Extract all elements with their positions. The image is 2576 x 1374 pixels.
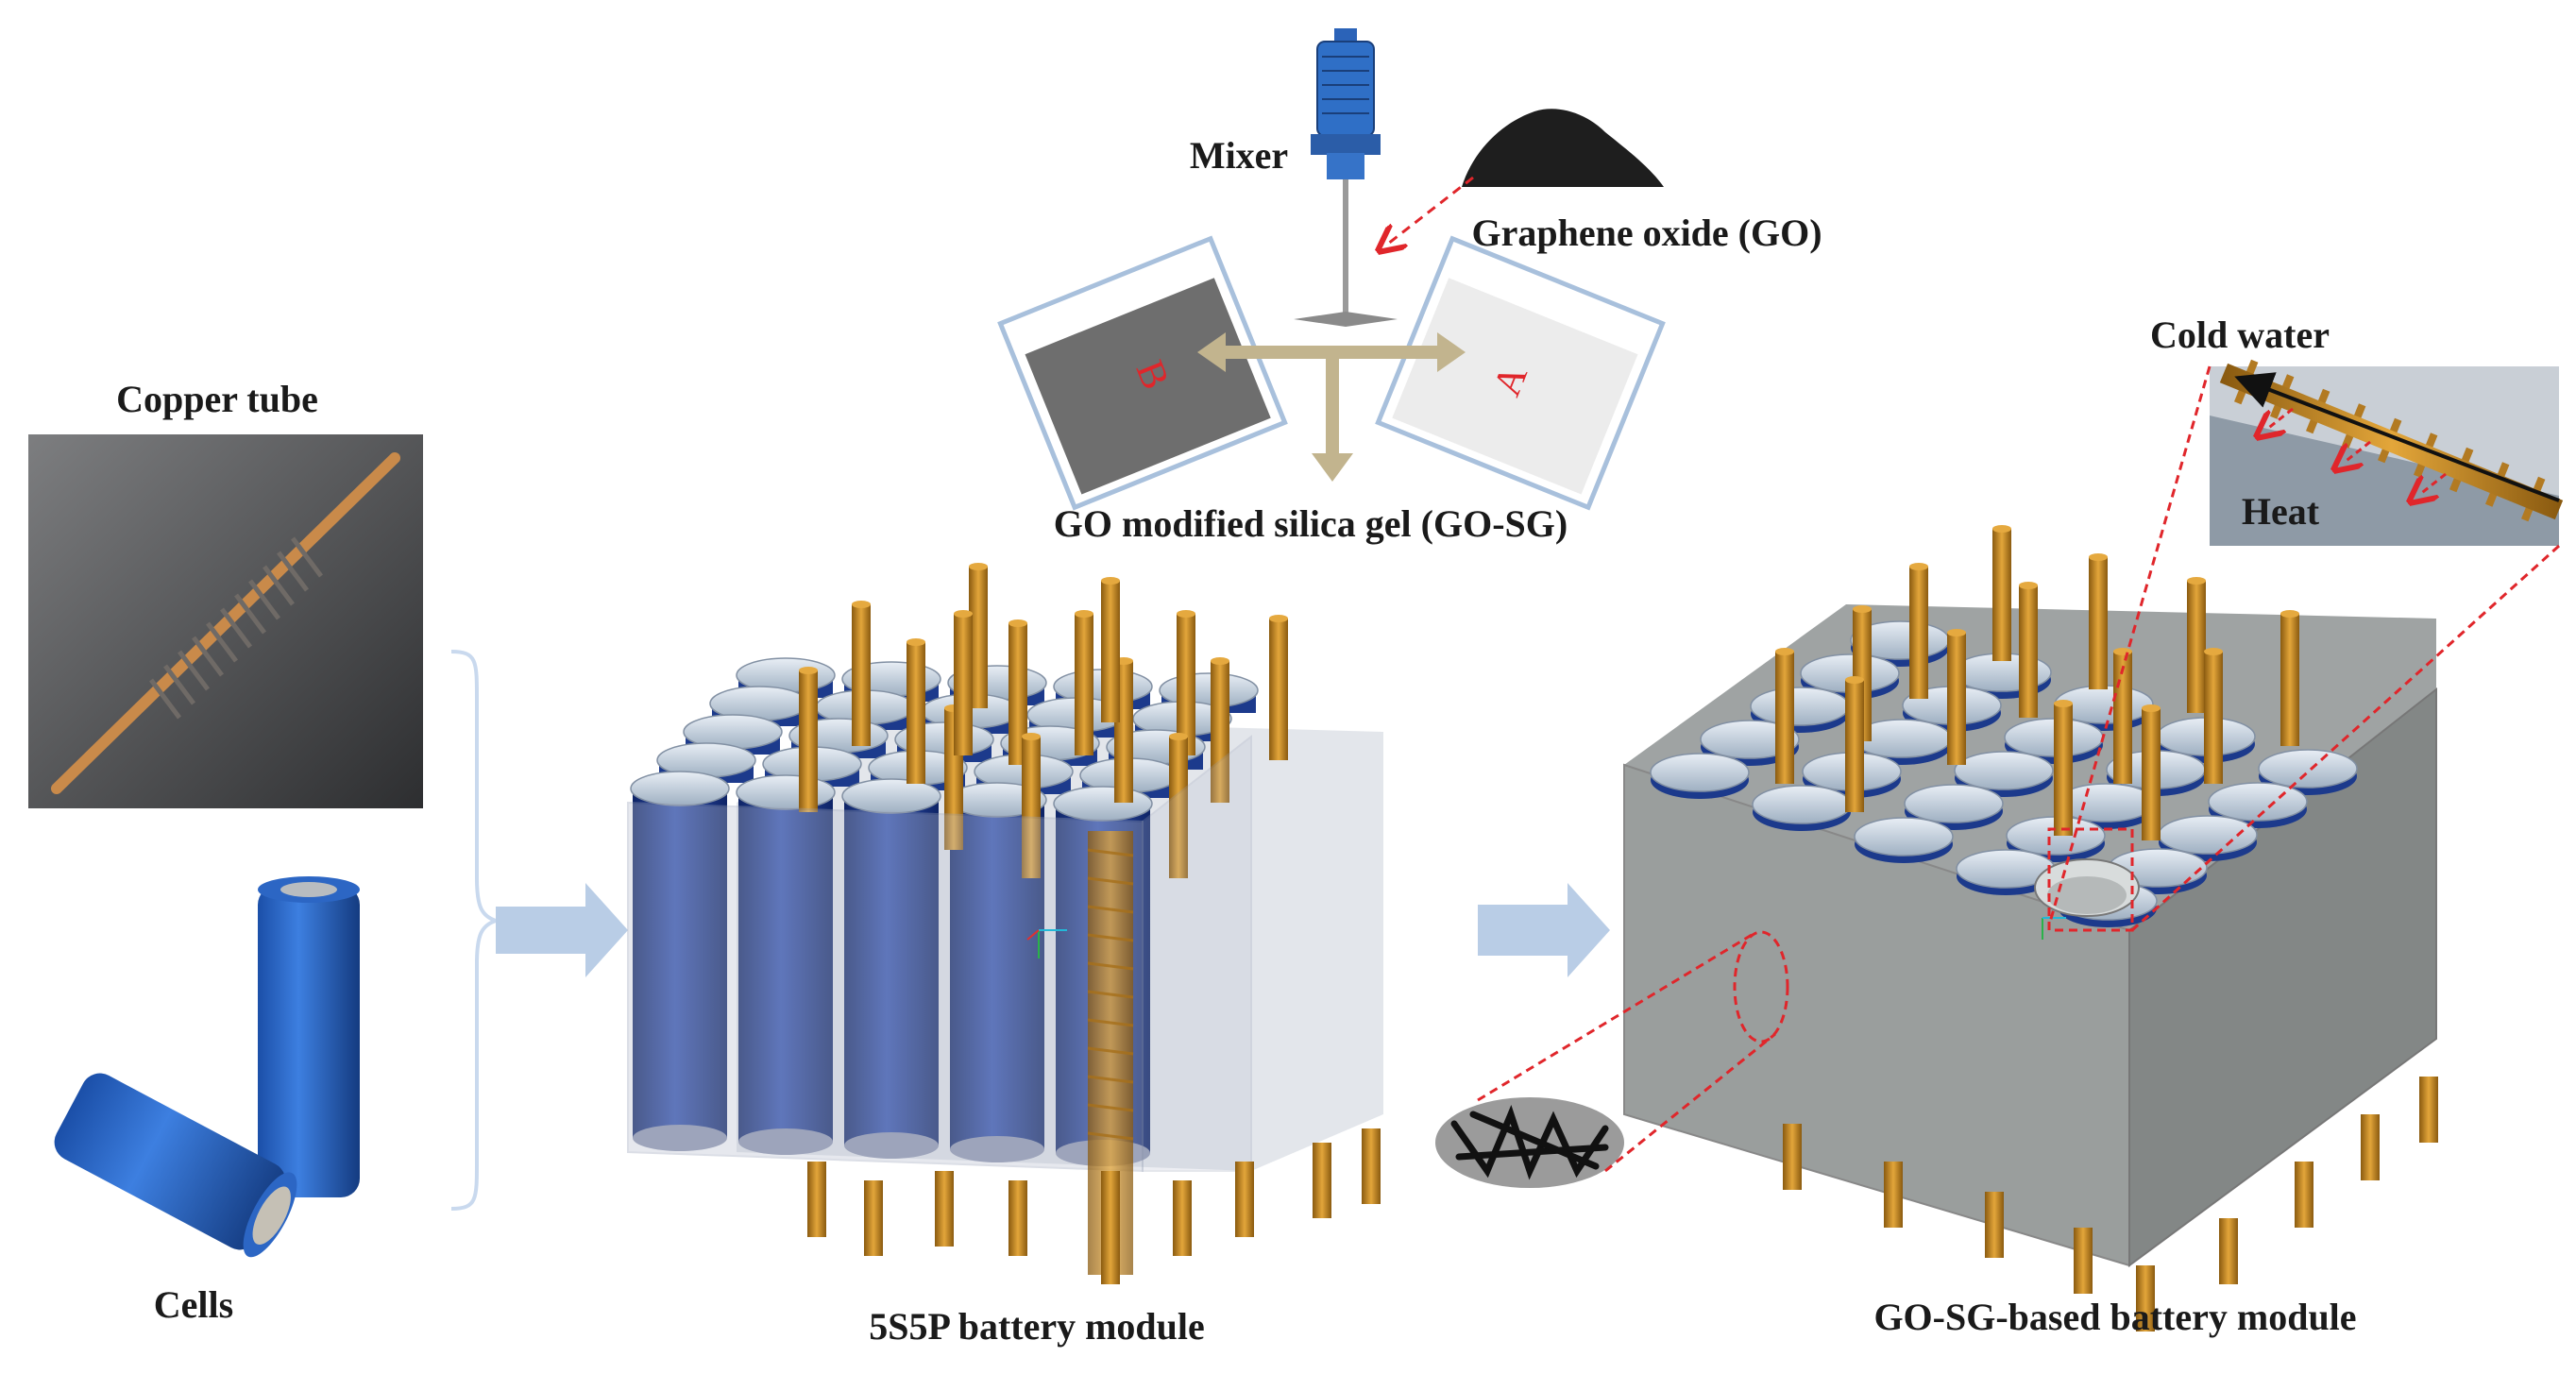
- copper-tube-photo: [28, 434, 423, 808]
- flow-arrow-icon: [496, 883, 628, 977]
- copper-tube: [969, 563, 988, 708]
- module-gosg: [1623, 525, 2438, 1332]
- battery-cell: [656, 742, 756, 783]
- copper-tube: [1269, 615, 1288, 760]
- copper-tube-end: [2074, 1228, 2093, 1294]
- copper-tube: [1022, 733, 1041, 878]
- copper-tube-end: [1173, 1180, 1192, 1256]
- cells-photo: [54, 876, 360, 1258]
- zoom-line-bottom: [1604, 1032, 1776, 1173]
- graphene-oxide-label: Graphene oxide (GO): [1471, 212, 1822, 254]
- go-sg-label: GO modified silica gel (GO-SG): [1054, 502, 1568, 545]
- copper-tube: [2187, 577, 2206, 713]
- mixer-label: Mixer: [1190, 134, 1288, 177]
- copper-tube-end: [1235, 1162, 1254, 1237]
- copper-tube: [1947, 629, 1966, 765]
- copper-tube: [2019, 582, 2038, 718]
- cell-cap: [1752, 785, 1852, 831]
- go-feed-arrow: [1388, 176, 1474, 244]
- copper-tube: [2142, 704, 2161, 840]
- cold-water-label: Cold water: [2150, 314, 2330, 356]
- module-5s5p-label: 5S5P battery module: [869, 1305, 1205, 1348]
- copper-tube: [1211, 657, 1229, 803]
- copper-tube: [1845, 676, 1864, 812]
- copper-tube: [852, 601, 871, 746]
- battery-cell: [841, 778, 941, 1159]
- copper-tube: [799, 667, 818, 812]
- cell-cap: [1854, 817, 1954, 863]
- cells-label: Cells: [154, 1283, 233, 1326]
- copper-tube-end: [2295, 1162, 2313, 1228]
- copper-tube: [2054, 700, 2073, 836]
- copper-tube: [954, 610, 973, 755]
- container-b: [997, 235, 1288, 511]
- cell-cap: [1650, 753, 1750, 799]
- copper-tube-end: [2361, 1114, 2380, 1180]
- container-a: [1375, 235, 1666, 511]
- copper-tubes: [799, 563, 1288, 878]
- copper-tube: [1169, 733, 1188, 878]
- copper-tube-end: [935, 1171, 954, 1247]
- copper-tube-end: [1008, 1180, 1027, 1256]
- graphene-powder-icon: [1462, 109, 1664, 187]
- copper-tubes-bottom: [1783, 1077, 2438, 1332]
- copper-tube: [2089, 553, 2108, 689]
- copper-tube: [1909, 563, 1928, 699]
- copper-tube-end: [807, 1162, 826, 1237]
- mixer-icon: [1294, 28, 1398, 327]
- copper-tube: [1008, 619, 1027, 765]
- inset-line-right: [2130, 544, 2561, 932]
- heat-label: Heat: [2242, 490, 2320, 533]
- flow-arrows-cross: [1197, 332, 1466, 482]
- copper-tube-end: [2136, 1265, 2155, 1332]
- copper-tube: [2204, 648, 2223, 784]
- copper-tube: [1992, 525, 2011, 661]
- module-5s5p: [627, 563, 1383, 1284]
- copper-tube-end: [864, 1180, 883, 1256]
- cell-cap: [2208, 782, 2308, 828]
- cell-cap: [1956, 849, 2056, 895]
- grouping-brace: [450, 650, 502, 1211]
- copper-tube: [1075, 610, 1093, 755]
- copper-tube: [907, 638, 925, 784]
- copper-tube-end: [1985, 1192, 2004, 1258]
- copper-tube: [1101, 577, 1120, 722]
- copper-tube-end: [1884, 1162, 1903, 1228]
- copper-tube-label: Copper tube: [116, 378, 318, 420]
- cell-bodies-front: [630, 771, 1153, 1166]
- copper-tube: [1177, 610, 1195, 755]
- copper-tubes-bottom: [807, 1128, 1381, 1284]
- go-sg-microstructure: [1435, 1097, 1624, 1188]
- inset-line-left: [2047, 365, 2212, 926]
- copper-tube-end: [2419, 1077, 2438, 1143]
- battery-cell: [630, 771, 730, 1151]
- copper-tube-end: [2219, 1218, 2238, 1284]
- zoom-line-top: [1477, 933, 1753, 1102]
- cold-water-inset: [2210, 359, 2564, 546]
- copper-tube-end: [1783, 1124, 1802, 1190]
- copper-tube: [1775, 648, 1794, 784]
- copper-tube-end: [1101, 1171, 1120, 1284]
- flow-arrow-icon: [1478, 883, 1610, 977]
- copper-tube-end: [1362, 1128, 1381, 1204]
- copper-tube-end: [1313, 1143, 1331, 1218]
- copper-tube: [2280, 610, 2299, 746]
- module-gosg-label: GO-SG-based battery module: [1873, 1296, 2356, 1338]
